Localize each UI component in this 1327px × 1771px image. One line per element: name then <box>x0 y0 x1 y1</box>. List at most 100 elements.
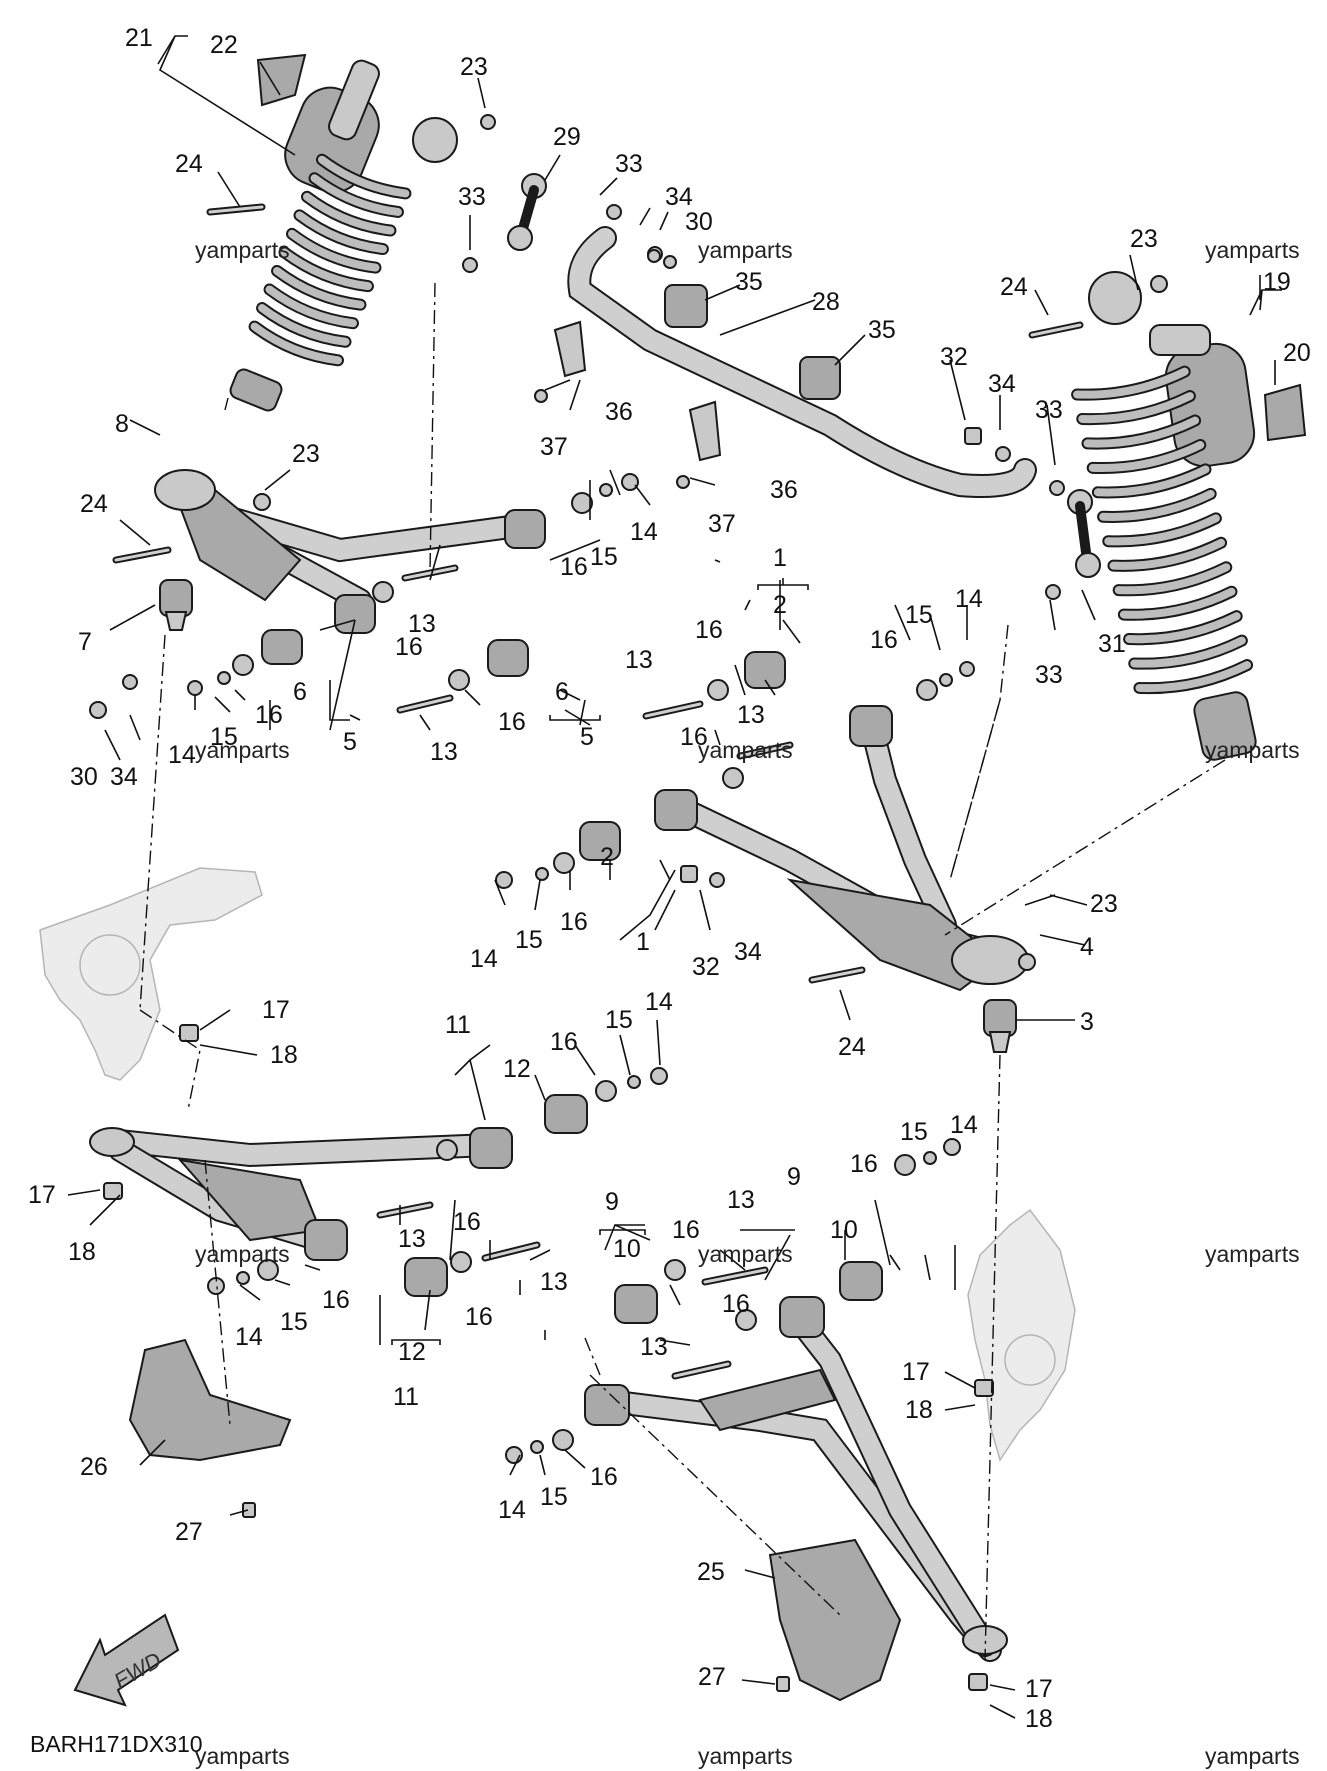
callout-23: 23 <box>1130 225 1158 253</box>
watermark: yamparts <box>698 1743 793 1769</box>
callout-23: 23 <box>1090 890 1118 918</box>
callout-14: 14 <box>645 988 673 1016</box>
callout-37: 37 <box>540 433 568 461</box>
callout-34: 34 <box>734 938 762 966</box>
callout-15: 15 <box>515 926 543 954</box>
callout-8: 8 <box>115 410 129 438</box>
right-shock-absorber <box>1071 271 1257 761</box>
callout-16: 16 <box>560 553 588 581</box>
callout-14: 14 <box>470 945 498 973</box>
callout-14: 14 <box>498 1496 526 1524</box>
watermark: yamparts <box>698 737 793 763</box>
callout-33: 33 <box>1035 661 1063 689</box>
callout-24: 24 <box>175 150 203 178</box>
callout-10: 10 <box>613 1235 641 1263</box>
callout-32: 32 <box>692 953 720 981</box>
subassembly-brackets <box>391 578 809 1345</box>
lower-arm-left <box>89 1127 513 1261</box>
forward-arrow-icon: FWD <box>73 1613 180 1707</box>
callout-33: 33 <box>1035 396 1063 424</box>
callout-9: 9 <box>787 1163 801 1191</box>
callout-14: 14 <box>950 1111 978 1139</box>
callout-34: 34 <box>110 763 138 791</box>
stabilizer-link-right <box>1067 489 1101 578</box>
callout-11: 11 <box>393 1383 419 1411</box>
bolts-inner <box>114 205 1082 1378</box>
callout-1: 1 <box>773 544 787 572</box>
callout-15: 15 <box>540 1483 568 1511</box>
lower-arm-right <box>584 1296 1008 1662</box>
callout-23: 23 <box>292 440 320 468</box>
callout-19: 19 <box>1263 268 1291 296</box>
watermark: yamparts <box>698 237 793 263</box>
callout-27: 27 <box>698 1663 726 1691</box>
callout-23: 23 <box>460 53 488 81</box>
upper-arm-right <box>654 705 1029 992</box>
callout-15: 15 <box>280 1308 308 1336</box>
callout-18: 18 <box>905 1396 933 1424</box>
callout-5: 5 <box>580 723 594 751</box>
watermark: yamparts <box>1205 737 1300 763</box>
arm-guard-right <box>768 1538 902 1702</box>
watermark: yamparts <box>195 1743 290 1769</box>
callout-17: 17 <box>1025 1675 1053 1703</box>
callout-24: 24 <box>80 490 108 518</box>
callout-14: 14 <box>168 741 196 769</box>
callout-36: 36 <box>770 476 798 504</box>
callout-36: 36 <box>605 398 633 426</box>
callout-12: 12 <box>503 1055 531 1083</box>
callout-16: 16 <box>695 616 723 644</box>
left-shock-absorber <box>229 59 458 412</box>
callout-2: 2 <box>773 591 787 619</box>
callout-13: 13 <box>640 1333 668 1361</box>
callout-15: 15 <box>590 543 618 571</box>
callout-13: 13 <box>625 646 653 674</box>
callout-14: 14 <box>630 518 658 546</box>
callout-13: 13 <box>408 610 436 638</box>
watermark: yamparts <box>195 737 290 763</box>
callout-31: 31 <box>1098 630 1126 658</box>
callout-16: 16 <box>255 701 283 729</box>
callout-35: 35 <box>735 268 763 296</box>
callout-13: 13 <box>727 1186 755 1214</box>
callout-11: 11 <box>445 1011 471 1039</box>
callout-22: 22 <box>210 31 238 59</box>
watermark: yamparts <box>195 1241 290 1267</box>
callout-17: 17 <box>28 1181 56 1209</box>
watermark: yamparts <box>195 237 290 263</box>
upper-arm-left <box>154 469 546 634</box>
callout-15: 15 <box>900 1118 928 1146</box>
bushing-holder <box>553 320 722 462</box>
callout-26: 26 <box>80 1453 108 1481</box>
arm-guard-left <box>128 1338 292 1462</box>
watermarks: yamparts yamparts yamparts yamparts yamp… <box>195 237 1300 1769</box>
callout-16: 16 <box>453 1208 481 1236</box>
callout-15: 15 <box>605 1006 633 1034</box>
callout-labels: 1 1 2 2 3 4 5 5 6 6 7 8 9 9 10 10 11 11 … <box>28 24 1311 1733</box>
callout-14: 14 <box>235 1323 263 1351</box>
nut-washer-hardware <box>89 114 1168 1692</box>
ball-joint <box>159 579 193 631</box>
callout-34: 34 <box>665 183 693 211</box>
callout-30: 30 <box>685 208 713 236</box>
callout-12: 12 <box>398 1338 426 1366</box>
watermark: yamparts <box>1205 237 1300 263</box>
callout-4: 4 <box>1080 933 1094 961</box>
callout-14: 14 <box>955 585 983 613</box>
callout-10: 10 <box>830 1216 858 1244</box>
assembly-centerlines <box>139 282 1226 1661</box>
callout-16: 16 <box>560 908 588 936</box>
callout-16: 16 <box>870 626 898 654</box>
callout-29: 29 <box>553 123 581 151</box>
callout-25: 25 <box>697 1558 725 1586</box>
callout-35: 35 <box>868 316 896 344</box>
callout-28: 28 <box>812 288 840 316</box>
callout-15: 15 <box>210 723 238 751</box>
stabilizer-link-left <box>507 173 547 251</box>
callout-6: 6 <box>293 678 307 706</box>
callout-16: 16 <box>850 1150 878 1178</box>
bushing <box>404 1094 588 1297</box>
leader-lines <box>67 35 1282 1719</box>
callout-33: 33 <box>615 150 643 178</box>
callout-18: 18 <box>270 1041 298 1069</box>
